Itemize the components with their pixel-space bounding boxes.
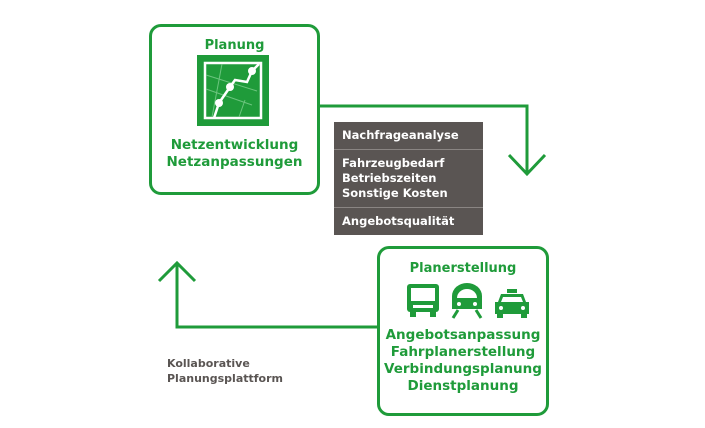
planung-title: Planung [204,38,265,53]
arrow-planerstellung-to-planung [157,260,377,329]
planerstellung-item: Angebotsanpassung [385,327,541,343]
caption-line: Kollaborative [167,357,250,370]
train-icon [451,283,483,319]
analysis-row: Angebotsqualität [334,208,483,235]
analysis-item: Angebotsqualität [342,214,455,228]
bus-icon [407,284,439,317]
planung-item: Netzanpassungen [166,154,303,170]
analysis-item: Sonstige Kosten [342,186,448,200]
analysis-item: Betriebszeiten [342,171,437,185]
planerstellung-item: Dienstplanung [407,378,519,394]
planerstellung-item: Verbindungsplanung [384,361,542,377]
planung-box: Planung Netzentwicklung Netzanpassungen [149,24,320,195]
planerstellung-title: Planerstellung [409,261,517,276]
analysis-panel: Nachfrageanalyse Fahrzeugbedarf Betriebs… [334,122,483,235]
planerstellung-box: Planerstellung Angebotsanpassung Fahrpla… [377,246,549,416]
arrow-down-icon [507,153,547,177]
analysis-row: Nachfrageanalyse [334,122,483,150]
arrow-planung-to-planerstellung [320,104,547,177]
planerstellung-item: Fahrplanerstellung [390,344,536,360]
taxi-icon [495,289,529,318]
analysis-item: Fahrzeugbedarf [342,156,445,170]
analysis-item: Nachfrageanalyse [342,128,459,142]
planung-items: Netzentwicklung Netzanpassungen [152,137,317,171]
arrow-up-icon [157,260,197,283]
planung-item: Netzentwicklung [170,137,299,153]
planerstellung-items: Angebotsanpassung Fahrplanerstellung Ver… [380,327,546,395]
caption-line: Planungsplattform [167,372,283,385]
analysis-row: Fahrzeugbedarf Betriebszeiten Sonstige K… [334,150,483,208]
platform-caption: Kollaborative Planungsplattform [167,356,283,386]
network-map-icon [197,55,269,126]
